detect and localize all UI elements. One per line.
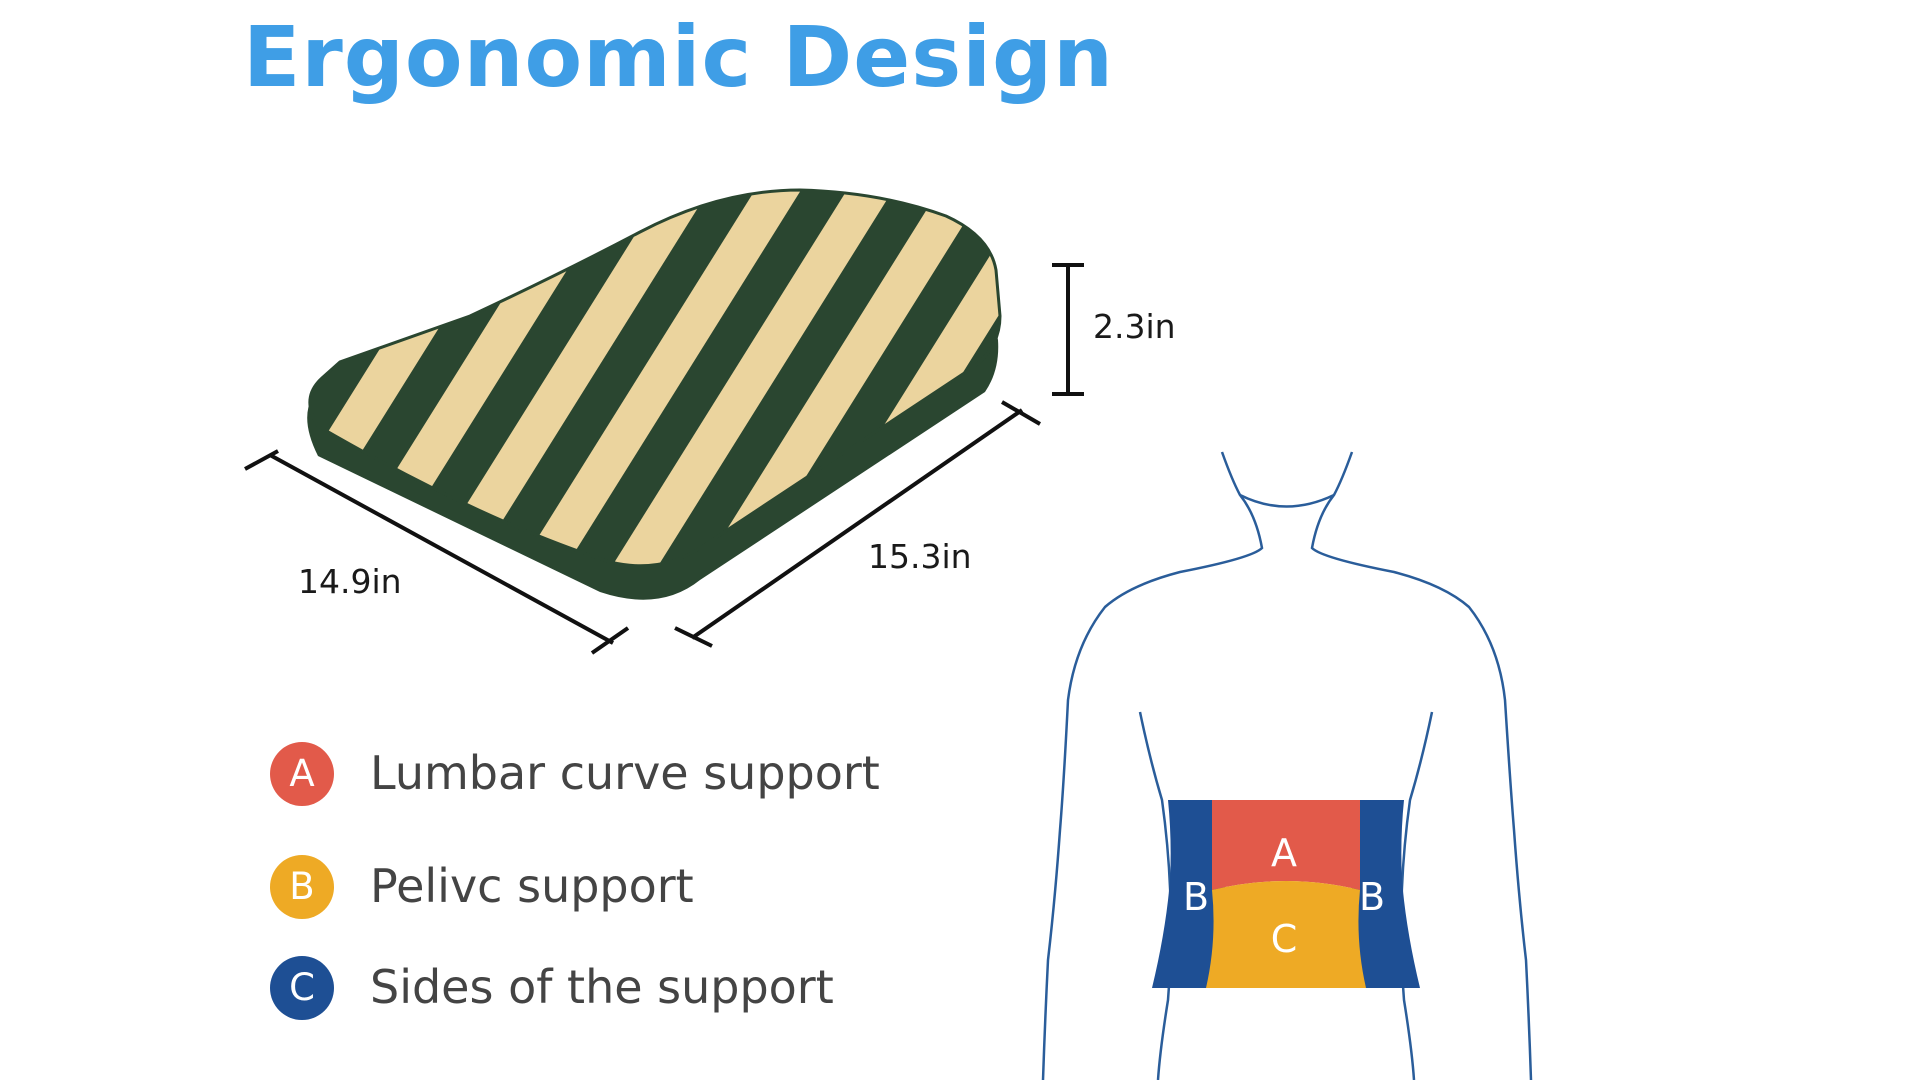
zone-a: [1212, 800, 1360, 890]
legend-label-b: Pelivc support: [370, 859, 694, 913]
zone-b-left-label: B: [1183, 875, 1209, 919]
width-dimension-label: 14.9in: [298, 562, 402, 601]
legend-label-a: Lumbar curve support: [370, 746, 880, 800]
pillow-side: [307, 300, 999, 600]
zone-c-label: C: [1271, 917, 1298, 961]
height-dimension-label: 2.3in: [1093, 307, 1176, 346]
legend-label-c: Sides of the support: [370, 960, 834, 1014]
zone-b-right: [1352, 800, 1420, 988]
zone-c: [1206, 881, 1366, 988]
pillow-outline: [308, 188, 1002, 568]
zone-b-right-label: B: [1359, 875, 1385, 919]
badge-a: A: [270, 742, 334, 806]
badge-b: B: [270, 855, 334, 919]
badge-c: C: [270, 956, 334, 1020]
pillow-top: [309, 190, 1000, 566]
zone-a-label: A: [1271, 831, 1297, 875]
page-title: Ergonomic Design: [243, 8, 1114, 106]
zone-b-left: [1152, 800, 1225, 988]
depth-dimension-label: 15.3in: [868, 537, 972, 576]
